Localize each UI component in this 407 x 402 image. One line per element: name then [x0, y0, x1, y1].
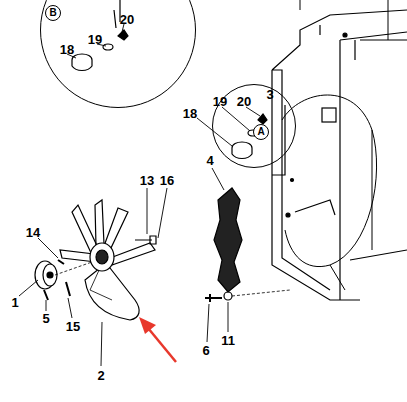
callout-number: 18	[183, 107, 197, 120]
callout-number: 2	[97, 369, 104, 382]
callout-number: 20	[120, 13, 134, 26]
callout-number: 1	[11, 296, 18, 309]
callout-number: 3	[266, 88, 273, 101]
callout-number: 5	[42, 312, 49, 325]
detail-circle: B 20 19 18	[40, 0, 196, 108]
callout-number: 14	[26, 226, 40, 239]
callout-number: 4	[206, 154, 213, 167]
callout-number: 18	[60, 43, 74, 56]
callout-number: 19	[88, 33, 102, 46]
callout-number: 19	[213, 95, 227, 108]
callout-number: 13	[140, 174, 154, 187]
callout-number: 15	[66, 320, 80, 333]
detail-circle: 19 20 3A	[212, 84, 296, 168]
detail-letter: B	[45, 5, 61, 21]
detail-letter: A	[253, 124, 269, 140]
callout-number: 6	[202, 344, 209, 357]
callout-number: 11	[221, 334, 235, 347]
callout-number: 16	[160, 174, 174, 187]
callout-number: 20	[237, 95, 251, 108]
